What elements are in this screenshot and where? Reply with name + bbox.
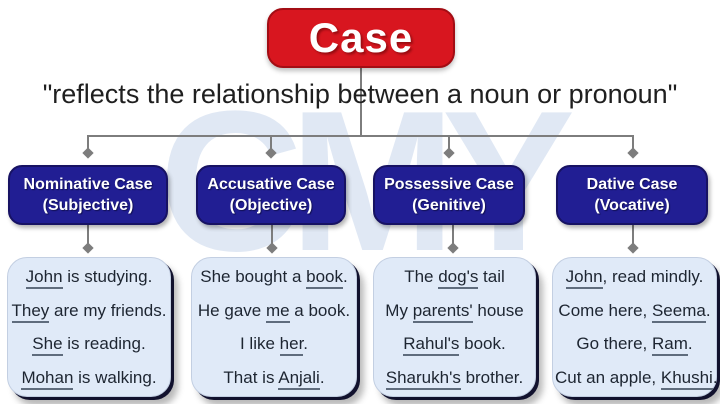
connector-line	[632, 135, 634, 151]
case-title: Dative Case	[586, 176, 678, 193]
connector-line	[271, 225, 273, 246]
example-sentence: John, read mindly.	[555, 260, 714, 294]
case-subtitle: (Subjective)	[42, 197, 134, 214]
example-sentence: That is Anjali.	[194, 361, 354, 395]
connector-line	[87, 225, 89, 246]
connector-line	[452, 225, 454, 246]
connector-line	[270, 135, 272, 151]
connector-line	[632, 225, 634, 246]
case-box-nominative: Nominative Case (Subjective)	[8, 165, 168, 225]
case-title: Possessive Case	[384, 176, 514, 193]
example-sentence: My parents' house	[376, 294, 533, 328]
example-sentence: Rahul's book.	[376, 327, 533, 361]
example-sentence: She is reading.	[10, 327, 168, 361]
case-title: Nominative Case	[23, 176, 153, 193]
connector-line	[360, 68, 362, 135]
example-sentence: John is studying.	[10, 260, 168, 294]
case-subtitle: (Objective)	[229, 197, 313, 214]
example-sentence: I like her.	[194, 327, 354, 361]
example-sentence: Go there, Ram.	[555, 327, 714, 361]
case-box-possessive: Possessive Case (Genitive)	[373, 165, 525, 225]
connector-line	[448, 135, 450, 151]
example-sentence: Sharukh's brother.	[376, 361, 533, 395]
case-box-dative: Dative Case (Vocative)	[556, 165, 708, 225]
example-box-nominative: John is studying. They are my friends. S…	[7, 257, 171, 397]
example-sentence: The dog's tail	[376, 260, 533, 294]
example-sentence: Cut an apple, Khushi.	[555, 361, 718, 395]
definition-text: "reflects the relationship between a nou…	[42, 79, 678, 109]
example-box-accusative: She bought a book. He gave me a book. I …	[191, 257, 357, 397]
example-sentence: Come here, Seema.	[555, 294, 714, 328]
root-case-title: Case	[308, 14, 414, 61]
example-sentence: Mohan is walking.	[10, 361, 168, 395]
example-sentence: She bought a book.	[194, 260, 354, 294]
case-box-accusative: Accusative Case (Objective)	[196, 165, 346, 225]
connector-line	[88, 135, 634, 137]
example-box-dative: John, read mindly. Come here, Seema. Go …	[552, 257, 718, 397]
example-sentence: He gave me a book.	[194, 294, 354, 328]
root-case-box: Case	[267, 8, 455, 68]
example-box-possessive: The dog's tail My parents' house Rahul's…	[373, 257, 536, 397]
case-subtitle: (Genitive)	[412, 197, 486, 214]
case-title: Accusative Case	[207, 176, 335, 193]
example-sentence: They are my friends.	[10, 294, 168, 328]
case-subtitle: (Vocative)	[594, 197, 670, 214]
connector-line	[87, 135, 89, 151]
